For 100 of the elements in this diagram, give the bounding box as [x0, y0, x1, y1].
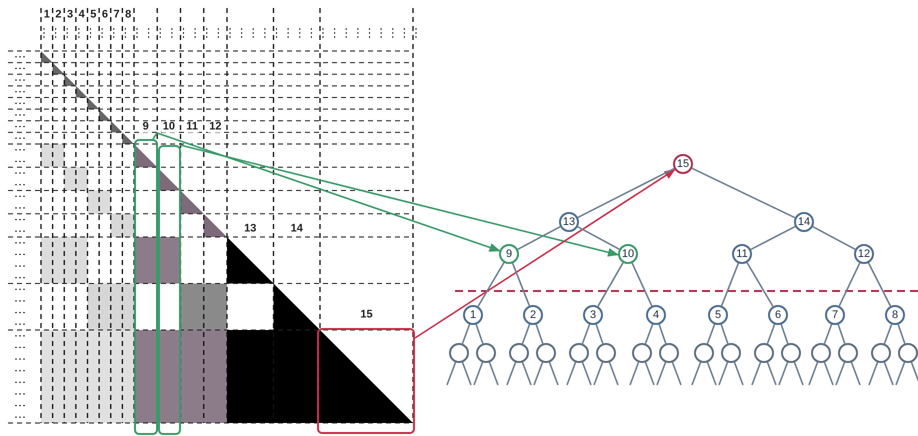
branch-stub: [734, 362, 744, 386]
branch-stub: [884, 362, 894, 386]
tree-node: 3: [583, 305, 603, 325]
tree-edge: [462, 324, 470, 344]
tree-edge: [837, 324, 846, 344]
branch-stub: [895, 362, 906, 386]
tree-node: 7: [825, 305, 845, 325]
leaf-node: [596, 343, 616, 363]
column-number: 8: [125, 10, 132, 20]
tree-edge: [692, 168, 796, 218]
leaf-node: [754, 343, 774, 363]
branch-stub: [629, 362, 640, 386]
tree-edge: [780, 324, 789, 344]
leaf-node: [781, 343, 801, 363]
arrow: [180, 144, 620, 257]
column-number: 5: [90, 10, 96, 20]
branch-stub: [608, 362, 619, 386]
tree-edge: [766, 324, 776, 344]
column-number: 11: [185, 122, 199, 132]
branch-stub: [850, 362, 861, 386]
branch-stub: [506, 362, 516, 386]
branch-stub: [548, 362, 559, 386]
branch-stub: [644, 362, 655, 386]
tree-edge: [746, 262, 774, 307]
leaf-node: [811, 343, 831, 363]
leaf-node: [838, 343, 858, 363]
column-number: 7: [114, 10, 120, 20]
leaf-node: [449, 343, 469, 363]
highlight-frame: [134, 139, 158, 435]
column-number: 1: [44, 10, 50, 20]
tree-node: 9: [499, 244, 519, 264]
leaf-node: [632, 343, 652, 363]
tree-edge: [706, 324, 716, 344]
tree-node: 12: [854, 244, 874, 264]
tree-edge: [658, 324, 667, 344]
branch-stub: [656, 362, 666, 386]
branch-stub: [522, 362, 532, 386]
column-number: 13: [243, 224, 258, 234]
column-number: 10: [162, 122, 176, 132]
leaf-node: [536, 343, 556, 363]
branch-stub: [446, 362, 456, 386]
tree-node: 4: [646, 305, 666, 325]
tree-node: 15: [673, 154, 693, 174]
tree-node: 14: [794, 212, 814, 232]
tree-edge: [597, 262, 624, 307]
tree-edge: [578, 168, 674, 218]
tree-edge: [897, 324, 906, 344]
tree-edge: [720, 324, 729, 344]
leaf-node: [721, 343, 741, 363]
branch-stub: [766, 362, 777, 386]
tree-edge: [720, 263, 740, 306]
branch-stub: [751, 362, 762, 386]
leaf-node: [569, 343, 589, 363]
branch-stub: [794, 362, 804, 386]
tree-edge: [868, 262, 892, 306]
tree-edge: [535, 324, 544, 344]
tree-edge: [644, 324, 654, 344]
leaf-node: [694, 343, 714, 363]
branch-stub: [533, 362, 544, 386]
tree-edge: [512, 263, 530, 306]
branch-stub: [718, 362, 728, 386]
branch-stub: [778, 362, 788, 386]
column-number: 15: [359, 310, 374, 320]
tree-node: 13: [559, 212, 579, 232]
tree-node: 5: [708, 305, 728, 325]
tree-edge: [577, 226, 620, 250]
tree-edge: [824, 324, 832, 344]
arrow: [414, 168, 676, 339]
arrow: [152, 132, 501, 252]
tree-node: 6: [768, 305, 788, 325]
tree-edge: [517, 226, 561, 250]
leaf-node: [898, 343, 918, 363]
tree-node: 10: [618, 244, 638, 264]
leaf-node: [476, 343, 496, 363]
branch-stub: [462, 362, 472, 386]
highlight-frame: [317, 328, 415, 434]
column-number: 14: [290, 224, 304, 234]
column-number: 4: [78, 10, 85, 20]
branch-stub: [672, 362, 682, 386]
column-number: 2: [55, 10, 62, 20]
column-number: 6: [102, 10, 108, 20]
tree-edge: [595, 324, 604, 344]
column-number: 9: [142, 122, 150, 132]
tree-node: 2: [523, 305, 543, 325]
branch-stub: [473, 362, 484, 386]
tree-edge: [884, 324, 892, 344]
branch-stub: [691, 362, 702, 386]
branch-stub: [808, 362, 818, 386]
tree-edge: [475, 324, 484, 344]
tree-edge: [750, 226, 796, 250]
highlight-frame: [158, 145, 181, 435]
tree-node: 11: [732, 244, 752, 264]
tree-edge: [522, 324, 530, 344]
tree-edge: [631, 262, 653, 306]
leaf-node: [659, 343, 679, 363]
branch-stub: [868, 362, 878, 386]
branch-stub: [593, 362, 604, 386]
tree-node: 1: [463, 305, 483, 325]
leaf-node: [509, 343, 529, 363]
branch-stub: [488, 362, 499, 386]
